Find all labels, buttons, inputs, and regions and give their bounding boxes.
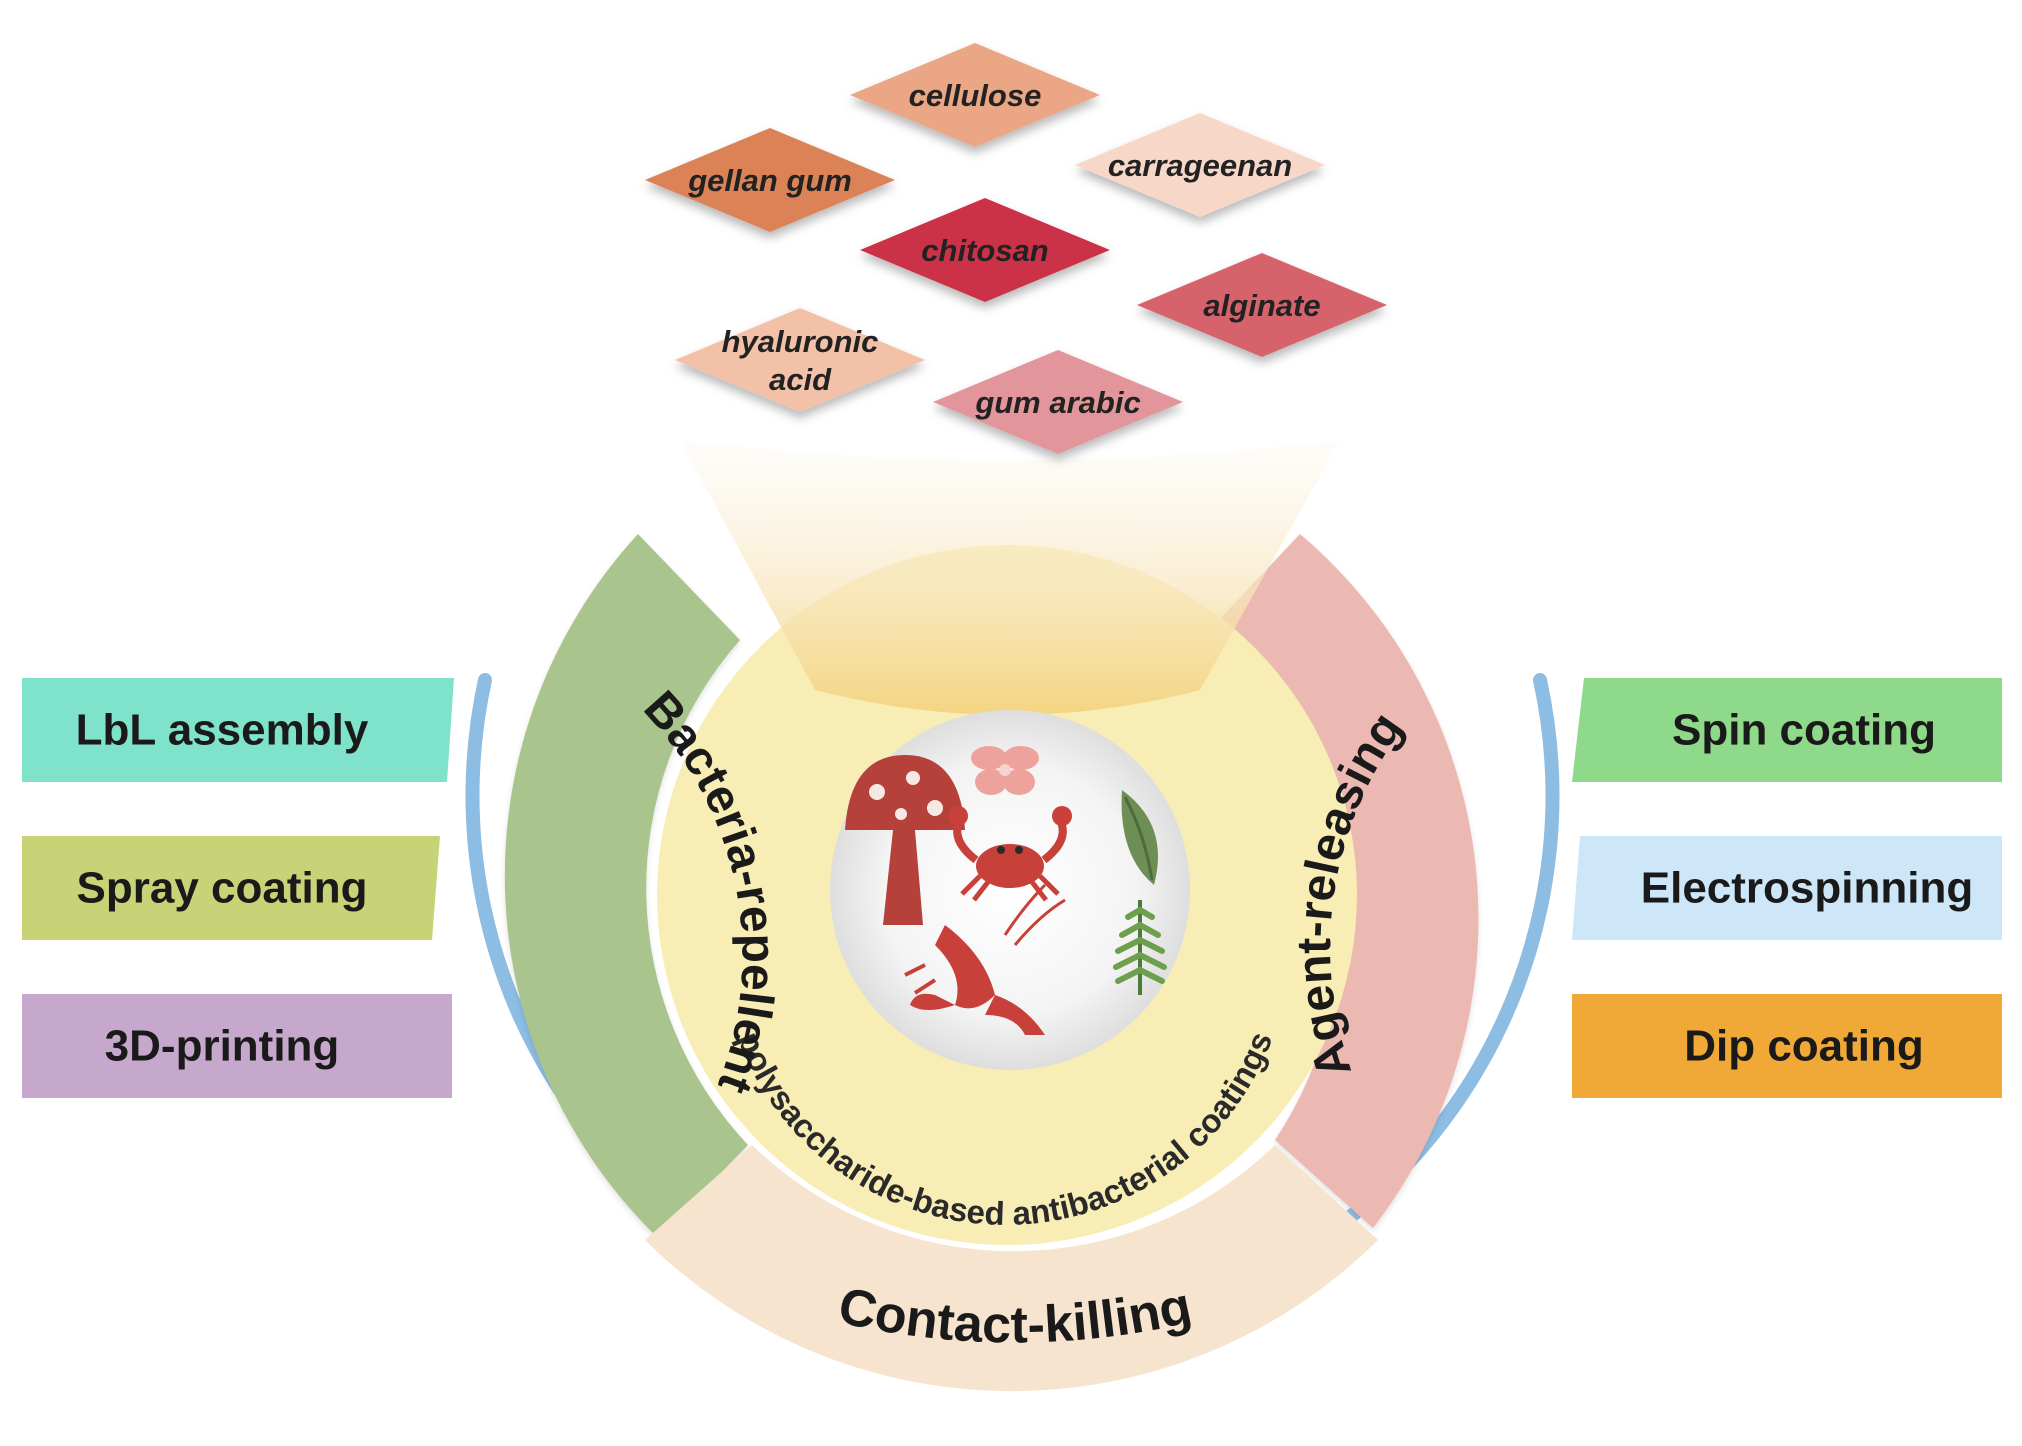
contact-killing-segment [645,1145,1378,1392]
tile-label-line: acid [769,362,832,397]
polysaccharide-tiles: cellulose gellan gum carrageenan chitosa… [645,43,1387,454]
fern-icon [1113,900,1167,995]
svg-text:carrageenan: carrageenan [1108,148,1292,183]
method-tag-3d-printing: 3D-printing [22,994,452,1098]
svg-text:3D-printing: 3D-printing [105,1022,340,1071]
svg-text:Spray coating: Spray coating [77,864,368,913]
svg-text:Spin coating: Spin coating [1672,706,1936,755]
crayfish-icon [904,883,1066,1035]
tile-label-line: chitosan [921,233,1048,268]
flower-icon [971,746,1039,795]
tile-cellulose: cellulose [850,43,1100,147]
method-tag-lbl-assembly: LbL assembly [22,678,454,782]
mushroom-icon [845,755,965,925]
svg-text:chitosan: chitosan [921,233,1048,268]
tile-chitosan: chitosan [860,198,1110,302]
svg-text:Electrospinning: Electrospinning [1641,864,1973,913]
svg-text:cellulose: cellulose [909,78,1042,113]
tile-label-line: alginate [1203,288,1320,323]
leaf-icon [1121,790,1158,885]
tile-label-line: cellulose [909,78,1042,113]
svg-text:gellan gum: gellan gum [687,163,852,198]
tile-carrageenan: carrageenan [1075,113,1325,217]
method-tag-spin-coating: Spin coating [1572,678,2002,782]
funnel [680,440,1340,715]
svg-text:LbL assembly: LbL assembly [76,706,369,755]
method-tag-dip-coating: Dip coating [1572,994,2002,1098]
svg-text:alginate: alginate [1203,288,1320,323]
method-tag-spray-coating: Spray coating [22,836,440,940]
bacteria-repellent-segment [504,534,748,1238]
tile-label-line: hyaluronic [722,324,879,359]
crab-icon [948,806,1072,902]
tile-label-line: carrageenan [1108,148,1292,183]
method-tag-electrospinning: Electrospinning [1572,836,2002,940]
svg-text:Dip coating: Dip coating [1684,1022,1924,1071]
tile-gum-arabic: gum arabic [933,350,1183,454]
tile-label-line: gellan gum [687,163,852,198]
tile-alginate: alginate [1137,253,1387,357]
svg-text:gum arabic: gum arabic [974,385,1140,420]
tile-label-line: gum arabic [974,385,1140,420]
tile-gellan-gum: gellan gum [645,128,895,232]
